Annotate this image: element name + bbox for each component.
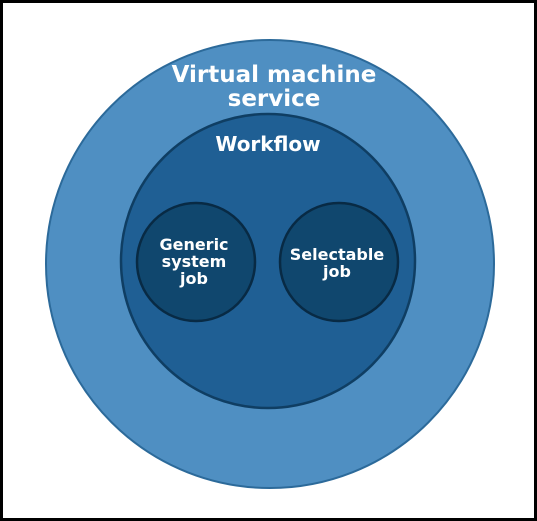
workflow-label: Workflow — [215, 132, 320, 156]
selectable-job-label-line1: Selectable — [290, 245, 385, 264]
virtual-machine-service-label-line2: service — [228, 86, 321, 112]
generic-system-job-label-line2: system — [162, 252, 227, 271]
virtual-machine-service-label-line1: Virtual machine — [172, 62, 377, 88]
generic-system-job-circle — [135, 201, 257, 323]
nested-circles-diagram: Virtual machine service Workflow Generic… — [45, 39, 495, 489]
generic-system-job-label-line3: job — [179, 269, 208, 288]
selectable-job-label-line2: job — [322, 262, 351, 281]
workflow-circle — [119, 112, 417, 410]
generic-system-job-label-line1: Generic — [159, 235, 228, 254]
selectable-job-circle — [278, 201, 400, 323]
